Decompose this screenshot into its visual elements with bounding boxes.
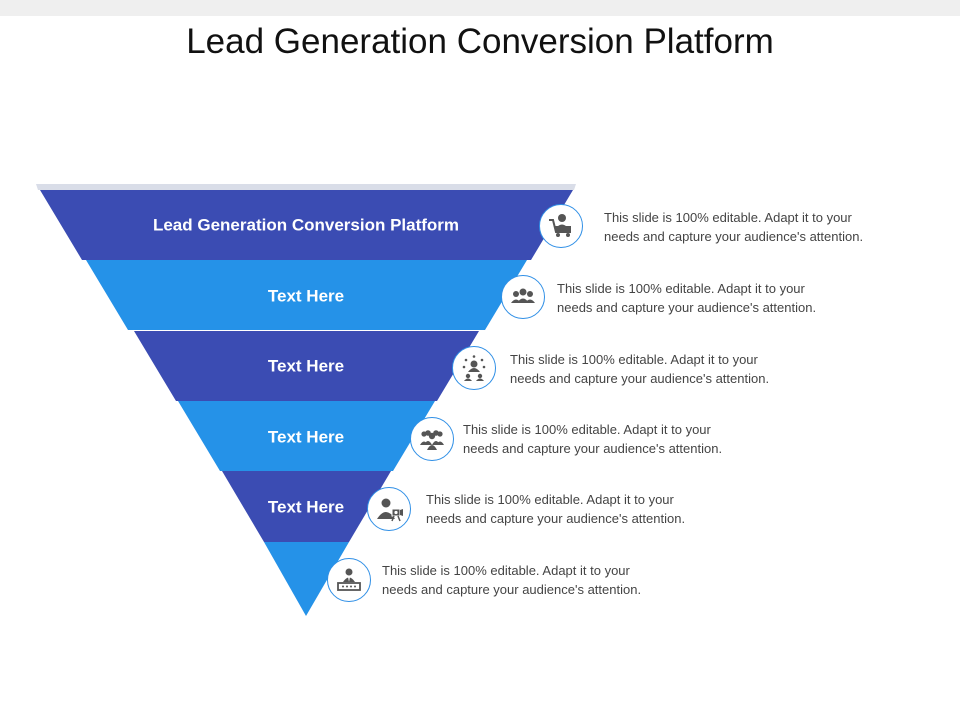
- group-icon: [501, 275, 545, 319]
- description-5-line-2: needs and capture your audience's attent…: [426, 511, 686, 526]
- funnel-segment-5: [222, 471, 391, 542]
- funnel-segment-2: [86, 260, 527, 330]
- description-5-line-1: This slide is 100% editable. Adapt it to…: [426, 492, 674, 507]
- description-2-line-1: This slide is 100% editable. Adapt it to…: [557, 281, 805, 296]
- funnel-segment-3: [134, 331, 479, 401]
- funnel-segment-4: [178, 401, 435, 471]
- description-4-line-1: This slide is 100% editable. Adapt it to…: [463, 422, 711, 437]
- funnel-level-2-label: Text Here: [268, 286, 344, 305]
- description-5: This slide is 100% editable. Adapt it to…: [426, 490, 736, 528]
- funnel-segment-6: [264, 542, 349, 616]
- description-6-line-1: This slide is 100% editable. Adapt it to…: [382, 563, 630, 578]
- description-1: This slide is 100% editable. Adapt it to…: [604, 208, 914, 246]
- description-3: This slide is 100% editable. Adapt it to…: [510, 350, 820, 388]
- funnel-top-shadow: [36, 184, 576, 190]
- user-camera-icon: [367, 487, 411, 531]
- funnel-level-5-label: Text Here: [268, 497, 344, 516]
- funnel-level-3-label: Text Here: [268, 356, 344, 375]
- slide-title: Lead Generation Conversion Platform: [186, 22, 774, 61]
- top-bar: [0, 0, 960, 16]
- funnel-segment-1: [40, 190, 573, 260]
- description-3-line-1: This slide is 100% editable. Adapt it to…: [510, 352, 758, 367]
- network-users-icon: [452, 346, 496, 390]
- funnel-level-5: Text Here: [222, 471, 391, 542]
- description-2-line-2: needs and capture your audience's attent…: [557, 300, 817, 315]
- presenter-icon: [327, 558, 371, 602]
- description-3-line-2: needs and capture your audience's attent…: [510, 371, 770, 386]
- funnel-level-2: Text Here: [86, 260, 527, 330]
- funnel-level-1: Lead Generation Conversion Platform: [40, 190, 573, 260]
- funnel-level-4: Text Here: [178, 401, 435, 471]
- funnel-level-6: [264, 542, 349, 616]
- team-icon: [410, 417, 454, 461]
- description-6: This slide is 100% editable. Adapt it to…: [382, 561, 692, 599]
- funnel-level-3: Text Here: [134, 331, 479, 401]
- funnel-level-1-label: Lead Generation Conversion Platform: [153, 215, 459, 234]
- description-4: This slide is 100% editable. Adapt it to…: [463, 420, 773, 458]
- description-4-line-2: needs and capture your audience's attent…: [463, 441, 723, 456]
- description-1-line-2: needs and capture your audience's attent…: [604, 229, 864, 244]
- funnel-level-4-label: Text Here: [268, 427, 344, 446]
- description-6-line-2: needs and capture your audience's attent…: [382, 582, 642, 597]
- description-1-line-1: This slide is 100% editable. Adapt it to…: [604, 210, 852, 225]
- description-2: This slide is 100% editable. Adapt it to…: [557, 279, 867, 317]
- shopping-cart-user-icon: [539, 204, 583, 248]
